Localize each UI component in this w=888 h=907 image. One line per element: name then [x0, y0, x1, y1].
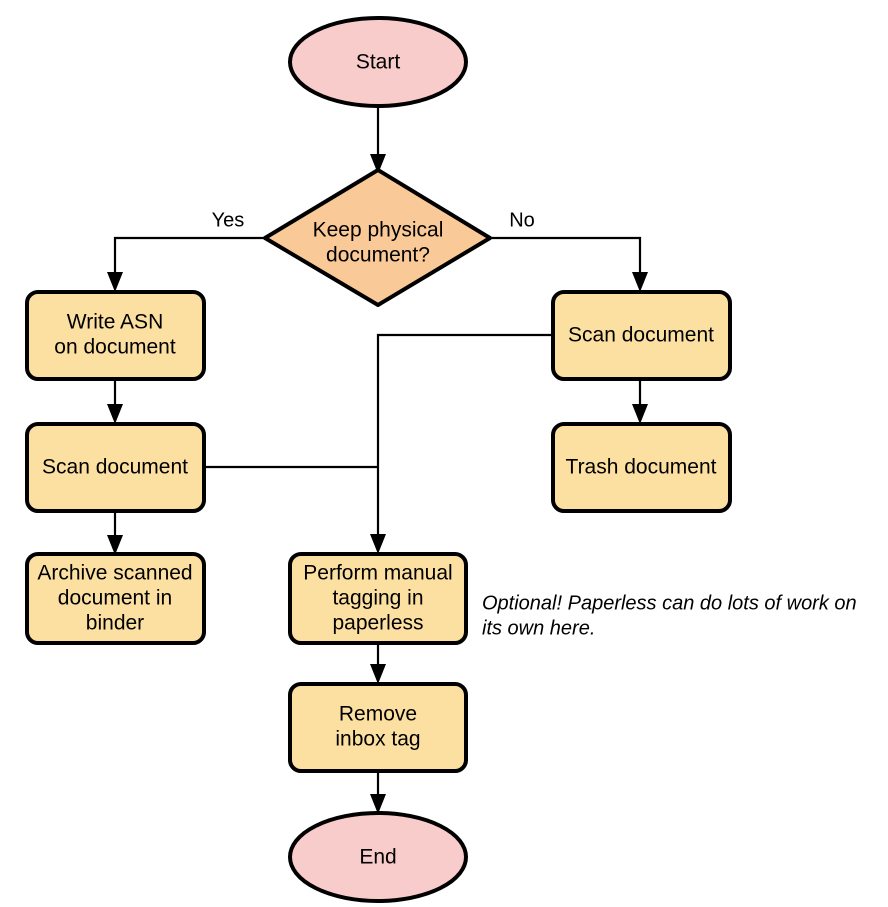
node-tagging-label-line3: paperless [332, 612, 423, 635]
edge-label-yes: Yes [212, 209, 245, 231]
node-scan-document-right-label: Scan document [568, 324, 714, 347]
arrow-head-icon [107, 404, 123, 424]
remove-inbox-tag-box[interactable] [288, 682, 468, 773]
arrow-head-icon [370, 664, 386, 684]
trash-document-box[interactable] [551, 422, 732, 513]
arrow-head-icon [632, 272, 648, 292]
node-write-asn-label-line2: on document [54, 336, 176, 359]
scan-document-right-box[interactable] [551, 290, 732, 381]
node-remove-inbox-tag[interactable]: Remove inbox tag [288, 682, 468, 773]
edge-label-no: No [509, 209, 535, 231]
node-decision-keep-physical-document[interactable]: Keep physical document? [263, 168, 492, 307]
node-trash-document[interactable]: Trash document [551, 422, 732, 513]
node-removetag-label-line2: inbox tag [335, 728, 420, 751]
edge-scanright-to-tagging [370, 333, 552, 554]
edge-tagging-to-removetag [370, 643, 386, 684]
scan-document-left-box[interactable] [25, 422, 206, 513]
node-start-label: Start [356, 51, 401, 74]
node-trash-document-label: Trash document [566, 456, 717, 479]
node-tagging-label-line1: Perform manual [303, 562, 452, 585]
node-perform-manual-tagging[interactable]: Perform manual tagging in paperless [288, 552, 468, 645]
arrow-head-icon [632, 404, 648, 424]
edge-decision-no [490, 236, 648, 292]
node-decision-label-line1: Keep physical [313, 219, 444, 242]
node-end-label: End [359, 846, 396, 869]
node-archive-label-line2: document in [58, 587, 172, 610]
node-scan-document-left[interactable]: Scan document [25, 422, 206, 513]
perform-tagging-box[interactable] [288, 552, 468, 645]
write-asn-box[interactable] [25, 290, 206, 381]
edge-scanleft-to-archive [107, 510, 123, 555]
edge-writeasn-to-scanleft [107, 379, 123, 424]
node-decision-label-line2: document? [326, 244, 430, 267]
arrow-head-icon [370, 534, 386, 554]
arrow-head-icon [107, 272, 123, 292]
edge-start-to-decision [370, 103, 386, 174]
edge-decision-yes [107, 236, 265, 292]
edge-removetag-to-end [370, 770, 386, 814]
node-archive-scanned-document[interactable]: Archive scanned document in binder [25, 552, 206, 645]
node-archive-label-line3: binder [86, 612, 144, 635]
note-line2: its own here. [482, 617, 595, 639]
arrow-head-icon [370, 794, 386, 814]
archive-document-box[interactable] [25, 552, 206, 645]
end-ellipse[interactable] [288, 811, 468, 903]
edge-scanright-to-trash [632, 379, 648, 424]
node-archive-label-line1: Archive scanned [37, 562, 192, 585]
note-line1: Optional! Paperless can do lots of work … [482, 592, 857, 614]
node-tagging-label-line2: tagging in [332, 587, 423, 610]
note-optional-paperless: Optional! Paperless can do lots of work … [482, 592, 857, 639]
node-write-asn[interactable]: Write ASN on document [25, 290, 206, 381]
node-start[interactable]: Start [288, 16, 468, 108]
node-removetag-label-line1: Remove [339, 703, 417, 726]
decision-diamond[interactable] [263, 168, 492, 307]
node-scan-document-right[interactable]: Scan document [551, 290, 732, 381]
arrow-head-icon [370, 154, 386, 174]
start-ellipse[interactable] [288, 16, 468, 108]
arrow-head-icon [107, 535, 123, 555]
node-end[interactable]: End [288, 811, 468, 903]
node-write-asn-label-line1: Write ASN [67, 311, 163, 334]
node-scan-document-left-label: Scan document [42, 456, 188, 479]
